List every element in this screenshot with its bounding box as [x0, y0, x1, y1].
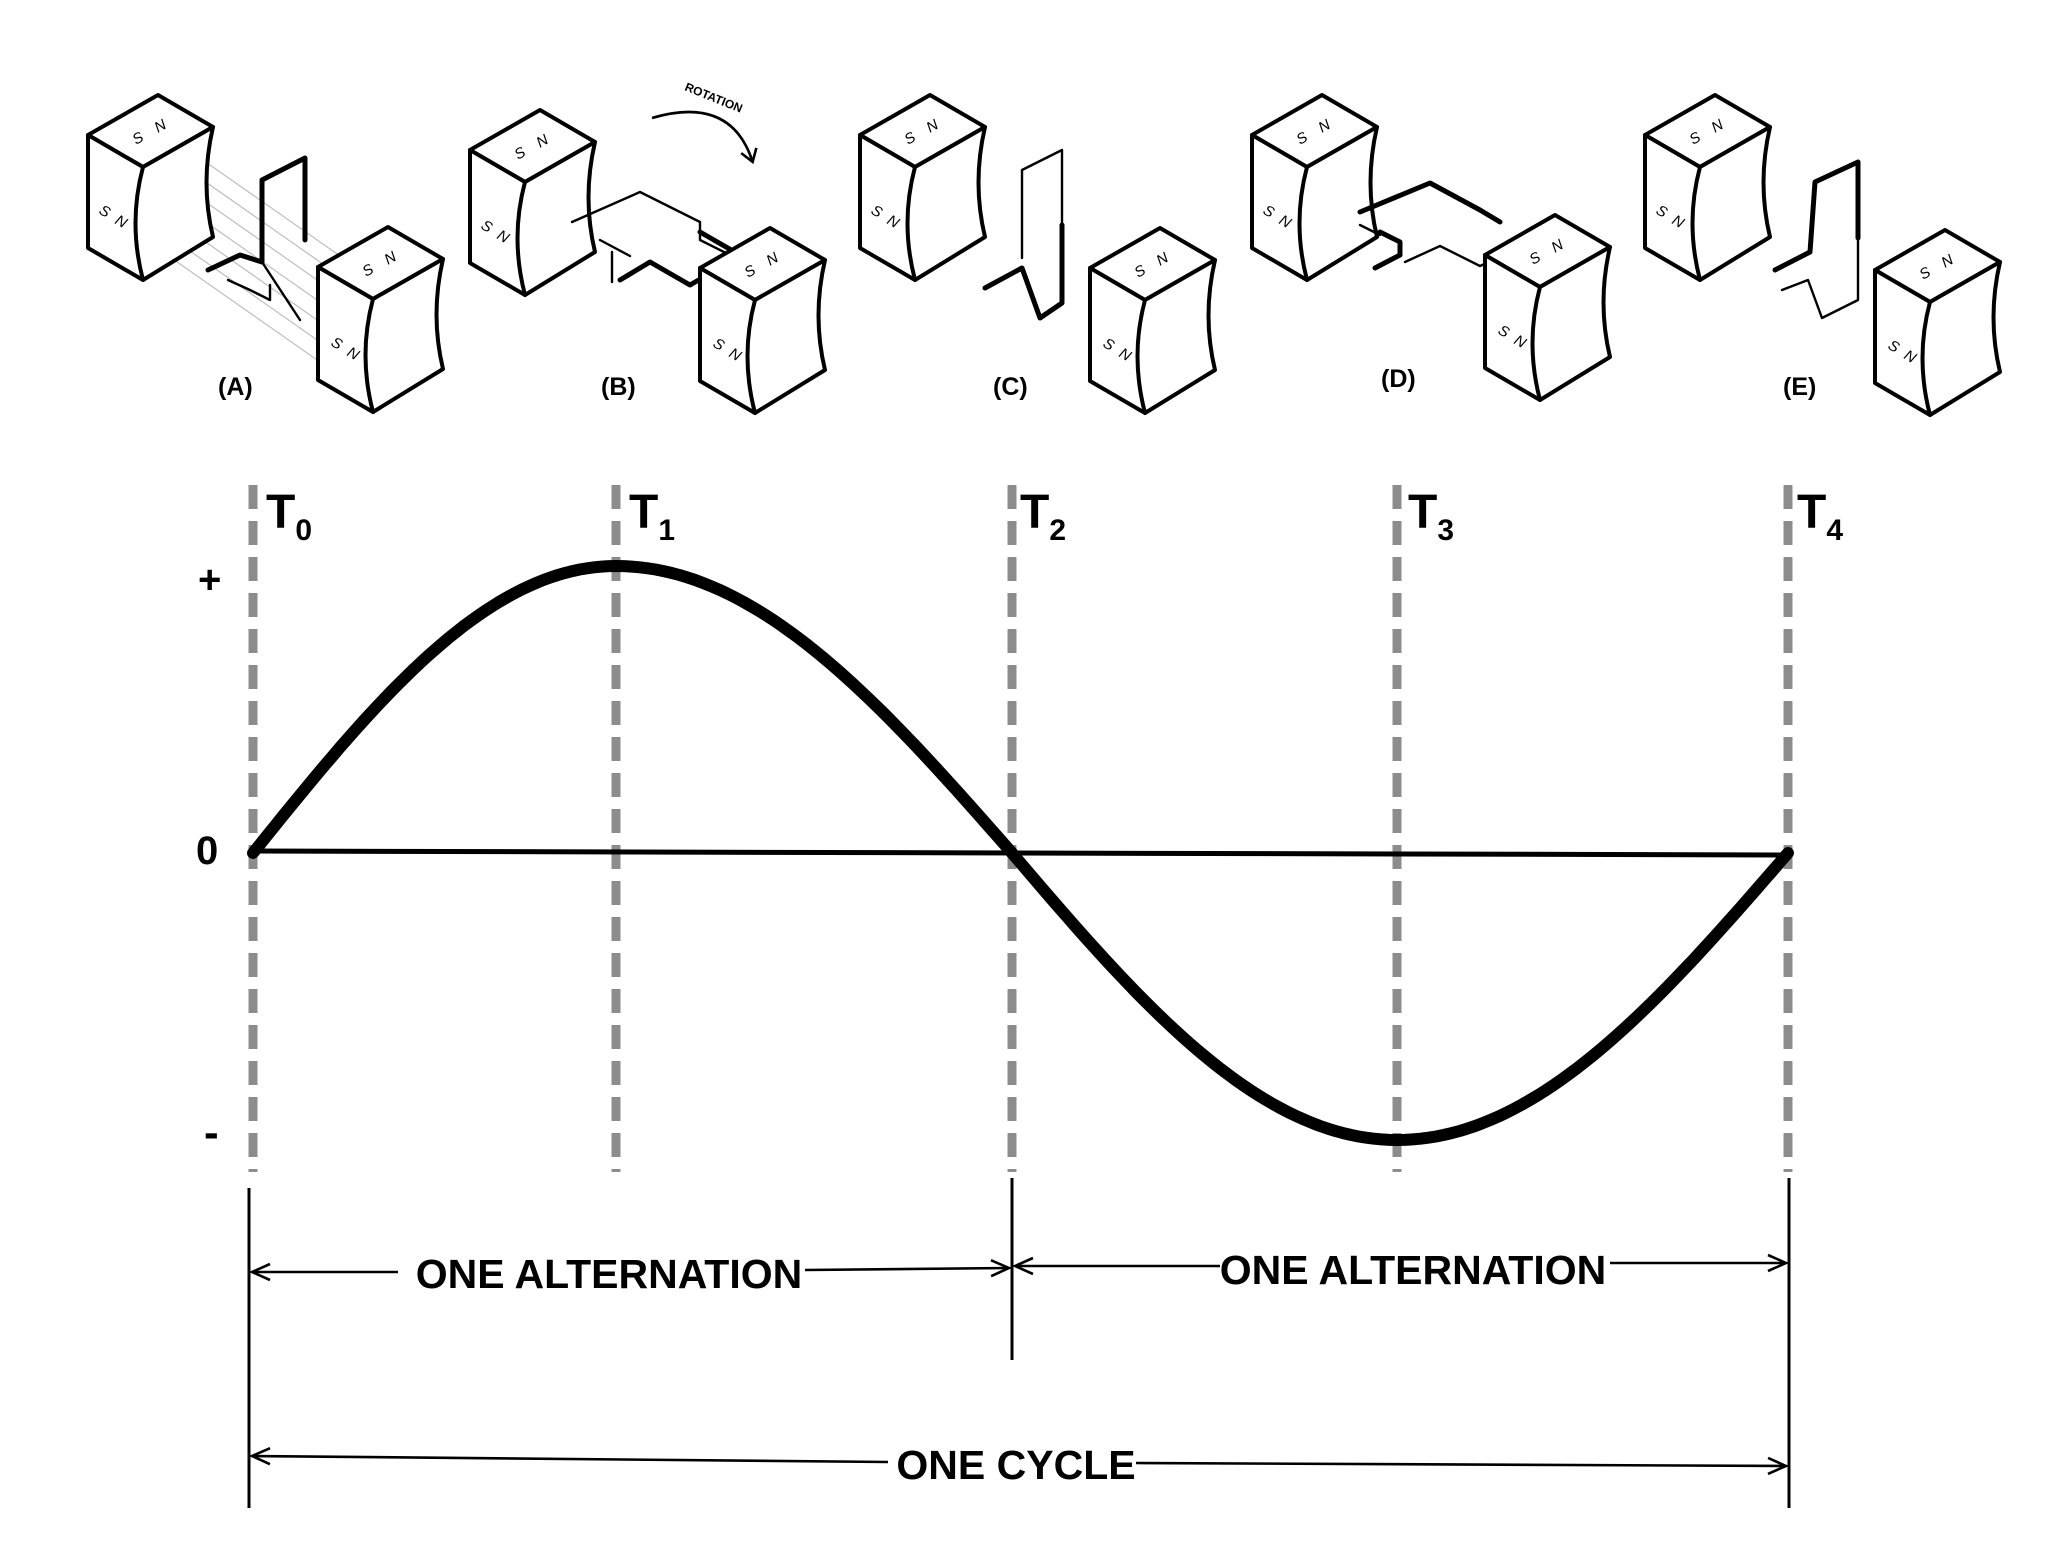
span-label: ONE CYCLE	[896, 1442, 1135, 1488]
magnet-right: S N S N	[1088, 226, 1217, 415]
panel-label: (B)	[601, 373, 636, 401]
panel-label: (A)	[218, 373, 253, 401]
cycle-annotations: ONE ALTERNATION ONE ALTERNATION ONE CYCL…	[247, 1178, 1791, 1508]
rotation-indicator: ROTATION	[651, 80, 758, 165]
span-label: ONE ALTERNATION	[416, 1251, 802, 1297]
time-label-t1: T1	[629, 486, 675, 547]
magnet-left: S N S N	[86, 93, 215, 282]
panel-label: (D)	[1381, 365, 1416, 393]
magnet-right: S N S N	[1873, 228, 2002, 417]
y-label-negative: -	[204, 1108, 219, 1157]
rotation-label: ROTATION	[683, 80, 745, 116]
panel-label: (C)	[993, 373, 1028, 401]
arrow-left	[252, 1456, 889, 1462]
panel-b-generator: S N S N ROTATION S N S N (B)	[468, 80, 827, 415]
y-label-zero: 0	[196, 829, 218, 873]
arrow-right	[1135, 1463, 1786, 1466]
span-label: ONE ALTERNATION	[1220, 1247, 1606, 1293]
coil-d	[1357, 180, 1522, 271]
sine-waveform-chart: T0 T1 T2 T3 T4 + 0 -	[196, 485, 1843, 1172]
span-cycle: ONE CYCLE	[252, 1442, 1786, 1488]
coil-e	[1772, 159, 1861, 320]
panel-d-generator: S N S N S N S N (D)	[1250, 93, 1612, 402]
panel-label: (E)	[1783, 373, 1816, 401]
magnet-left: S N S N	[468, 108, 597, 297]
span-alternation-2: ONE ALTERNATION	[1015, 1247, 1786, 1293]
time-marker-lines	[248, 485, 1793, 1172]
zero-axis-line	[251, 848, 1791, 858]
panel-c-generator: S N S N S N S N (C)	[858, 93, 1217, 415]
magnet-right: S N S N	[698, 226, 827, 415]
time-label-t3: T3	[1408, 486, 1454, 547]
magnet-left: S N S N	[858, 93, 987, 282]
panel-a-generator: S N S N S N S N (A)	[86, 93, 445, 414]
time-label-t2: T2	[1020, 486, 1066, 547]
panel-e-generator: S N S N S N S N (E)	[1643, 93, 2002, 417]
y-label-positive: +	[198, 558, 221, 602]
magnet-left: S N S N	[1250, 93, 1379, 282]
magnet-right: S N S N	[1483, 213, 1612, 402]
arrow-right	[804, 1268, 1009, 1270]
time-label-t0: T0	[266, 486, 312, 547]
sine-curve	[247, 560, 1794, 1146]
span-alternation-1: ONE ALTERNATION	[252, 1251, 1009, 1297]
coil-c	[982, 148, 1065, 321]
time-labels: T0 T1 T2 T3 T4	[266, 486, 1843, 547]
magnet-left: S N S N	[1643, 93, 1772, 282]
time-label-t4: T4	[1797, 486, 1843, 547]
coil-a	[205, 155, 308, 322]
magnet-right: S N S N	[316, 225, 445, 414]
